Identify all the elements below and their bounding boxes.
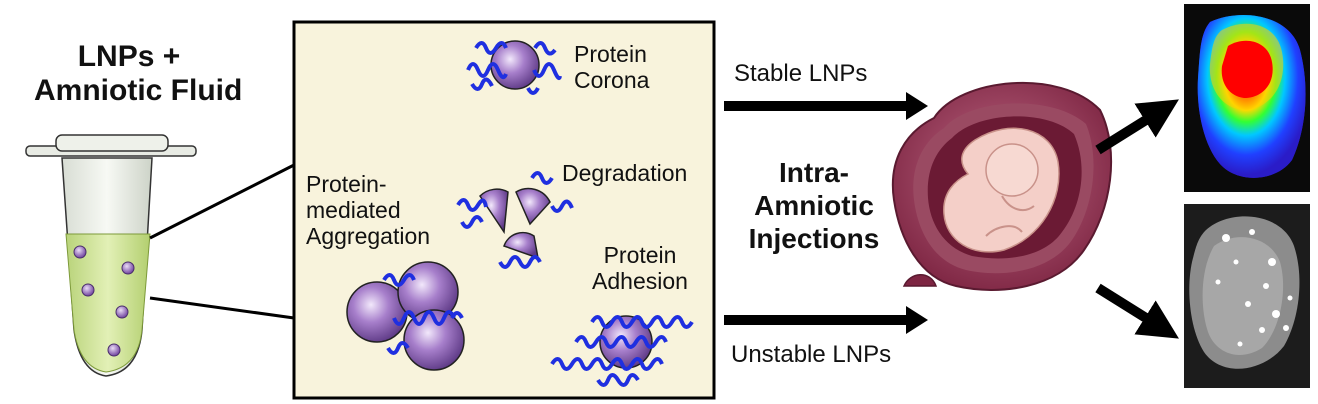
adhesion-label-line-2: Adhesion [592,267,688,294]
uterus-fetus-icon [891,81,1113,291]
protein-adhesion-lnp-icon [550,315,694,387]
injection-label: Intra- Amniotic Injections [726,156,902,255]
adhesion-label-line-1: Protein [603,242,677,268]
left-title: LNPs + Amniotic Fluid [34,40,243,107]
protein-corona-label-line-2: Corona [574,66,650,93]
protein-corona-label-line-1: Protein [574,41,647,67]
tissue-image [1184,204,1310,388]
injection-label-line-3: Injections [748,223,880,255]
injection-label-line-2: Amniotic [754,190,874,222]
zoom-line-bottom [149,296,295,320]
left-title-line-2: Amniotic Fluid [34,73,243,107]
left-title-line-1: LNPs + [77,40,181,73]
protein-corona-lnp-icon [466,40,562,95]
imaging-arrow-bottom-icon [1095,283,1179,339]
imaging-arrow-top-icon [1095,99,1179,155]
unstable-lnps-label: Unstable LNPs [731,341,892,368]
microtube-icon [25,134,197,377]
aggregation-label-line-2: mediated [306,196,401,223]
injection-label-line-1: Intra- [779,157,849,188]
aggregated-lnp-icon [346,261,465,371]
degradation-label: Degradation [562,160,688,186]
stable-arrow-icon [724,92,928,120]
aggregation-label-line-1: Protein- [306,171,387,197]
degraded-lnp-icon [456,171,574,269]
ivis-image [1184,4,1310,192]
adhesion-label: Protein Adhesion [582,242,698,295]
aggregation-label-line-3: Aggregation [306,222,431,249]
stable-lnps-label: Stable LNPs [734,60,868,87]
aggregation-label: Protein- mediated Aggregation [306,171,431,249]
unstable-arrow-icon [724,306,928,334]
protein-corona-label: Protein Corona [574,41,650,94]
zoom-line-top [149,163,295,240]
